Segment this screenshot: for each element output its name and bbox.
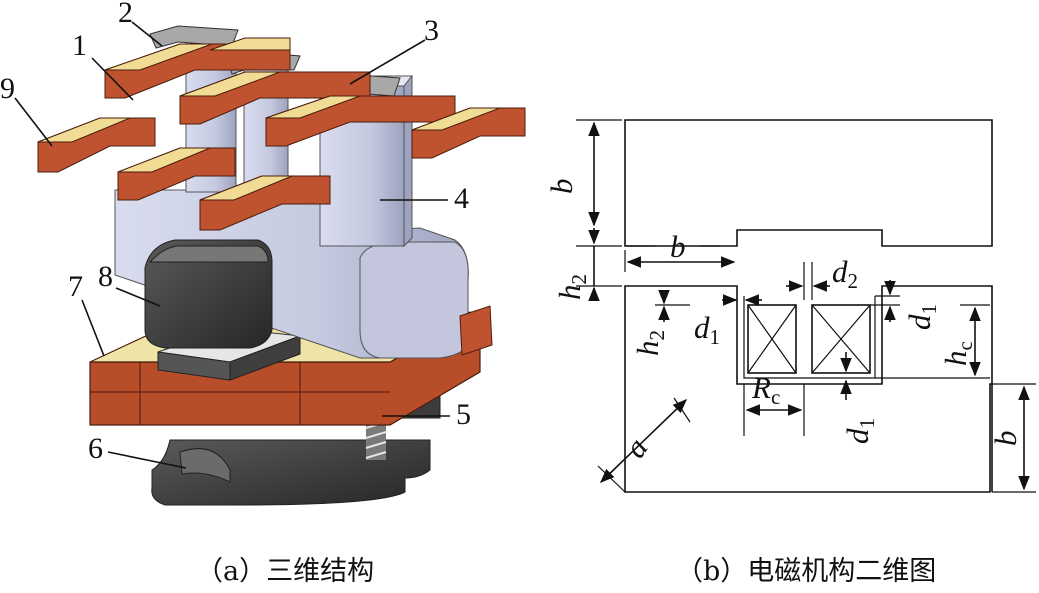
lower-core-outline <box>624 285 993 493</box>
dim-b-right: b <box>988 431 1023 447</box>
dim-Rc: Rc <box>751 370 780 409</box>
caption-b: （b）电磁机构二维图 <box>676 556 936 587</box>
dim-d1-left: d1 <box>694 310 720 349</box>
caption-a: （a）三维结构 <box>196 556 374 587</box>
dim-b-top: b <box>544 179 579 195</box>
dim-h2-left: h2 <box>552 274 591 300</box>
upper-armature-outline <box>624 119 993 247</box>
dim-d1-right: d1 <box>902 304 941 330</box>
coil-left <box>747 304 797 374</box>
dim-b-middle: b <box>670 229 686 264</box>
coil-right <box>811 304 871 374</box>
part-number-2: 2 <box>118 0 133 29</box>
part-number-9: 9 <box>0 72 15 105</box>
part-number-8: 8 <box>98 260 113 293</box>
electromagnet-2d-drawing: b h2 b d2 d1 h2 d1 <box>544 119 1036 587</box>
brick-bars <box>37 37 526 356</box>
part-number-3: 3 <box>424 14 439 47</box>
magnet-block <box>144 239 273 349</box>
dim-d2: d2 <box>832 254 858 293</box>
dim-h2-inner: h2 <box>630 330 669 356</box>
part-number-5: 5 <box>456 398 471 431</box>
part-number-4: 4 <box>454 182 469 215</box>
dim-d1-bottom: d1 <box>840 418 879 444</box>
bottom-yoke <box>151 439 431 506</box>
part-leader-lines <box>14 21 450 469</box>
part-number-6: 6 <box>88 432 103 465</box>
dim-hc: hc <box>938 341 977 366</box>
part-number-1: 1 <box>72 29 87 62</box>
part-number-7: 7 <box>68 270 83 303</box>
three-d-structure-illustration: 1 2 3 4 5 6 7 8 9 （a）三维结构 <box>0 0 526 587</box>
